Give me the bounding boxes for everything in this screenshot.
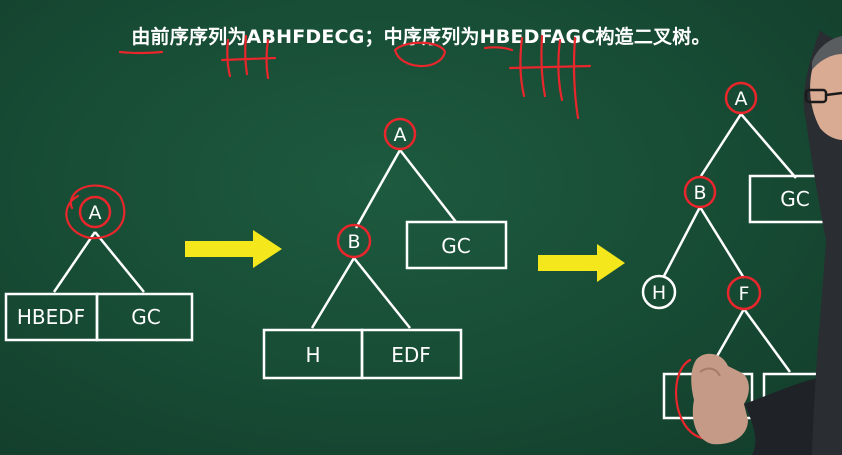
glasses-icon (804, 88, 828, 104)
step3-h-node (641, 274, 677, 310)
step3-b-label: B (693, 182, 706, 204)
step2-right-box-label: GC (441, 234, 470, 258)
step3-right-box-label: GC (780, 187, 809, 211)
step3-root-node (724, 81, 758, 115)
step1-root-node (78, 195, 112, 229)
step3-f-label: F (739, 283, 750, 305)
step2-right-sub-box-label: EDF (391, 343, 431, 367)
step2-left-box-label: H (305, 343, 320, 367)
problem-title: 由前序序列为ABHFDECG；中序序列为HBEDFAGC构造二叉树。 (131, 26, 711, 48)
step3-h-label: H (652, 282, 666, 304)
step2-right-box (405, 220, 508, 270)
handwritten-annotations (118, 34, 592, 120)
step1-right-box-label: GC (131, 305, 160, 329)
arrow-right-icon (538, 244, 625, 282)
step1-tree: A HBEDF GC (4, 184, 194, 342)
arrow-right-icon (185, 230, 282, 268)
step2-b-label: B (347, 231, 360, 253)
step3-root-label: A (735, 88, 748, 110)
step3-b-node (683, 175, 717, 209)
step2-root-node (383, 117, 417, 151)
step3-tree: A B GC H F (641, 81, 842, 440)
step2-root-label: A (394, 124, 407, 146)
step1-root-label: A (89, 202, 102, 224)
step2-right-sub-box (360, 328, 463, 380)
step3-f-node (726, 275, 762, 311)
step1-left-box-label: HBEDF (17, 305, 85, 329)
presenter (803, 30, 842, 455)
step2-tree: A B GC H EDF (262, 117, 508, 380)
step2-b-node (336, 223, 372, 259)
step1-right-box (95, 292, 194, 342)
